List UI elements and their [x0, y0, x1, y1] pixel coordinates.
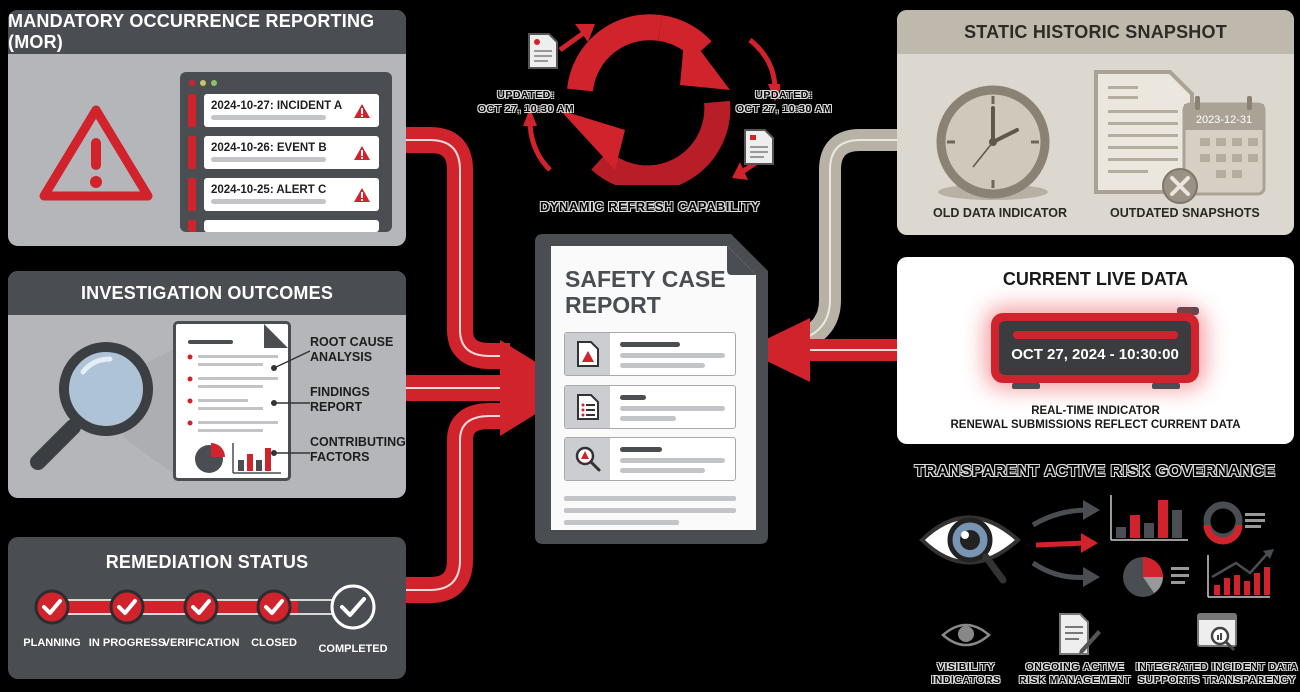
remediation-panel: REMEDIATION STATUS PLANNING IN PROGRESS …	[8, 537, 406, 679]
checklist-document-icon	[576, 394, 599, 420]
live-data-title: CURRENT LIVE DATA	[1002, 269, 1189, 289]
refresh-cycle-icon	[523, 14, 780, 185]
investigation-title: INVESTIGATION OUTCOMES	[8, 271, 406, 315]
mor-entry[interactable]: 2024-10-27: INCIDENT A	[204, 94, 379, 127]
caption-old-data: OLD DATA INDICATOR	[933, 206, 1068, 220]
callout-lines	[271, 350, 311, 456]
static-snapshot-panel: STATIC HISTORIC SNAPSHOT 2023-12-31 OLD …	[897, 10, 1294, 235]
visibility-eye-icon	[941, 623, 991, 647]
mor-entry[interactable]: 2024-10-25: ALERT C	[204, 178, 379, 211]
live-clock-display: OCT 27, 2024 - 10:30:00	[991, 313, 1199, 383]
caption-outdated-snapshots: OUTDATED SNAPSHOTS	[1110, 206, 1260, 220]
governance-graphic	[919, 495, 1274, 598]
svg-text:2023-12-31: 2023-12-31	[1196, 114, 1252, 126]
remediation-title: REMEDIATION STATUS	[105, 551, 309, 572]
document-icon	[528, 33, 558, 69]
step-planning[interactable]	[34, 589, 70, 630]
live-arrow-head	[744, 318, 810, 382]
document-edit-icon	[1059, 613, 1101, 655]
refresh-title: DYNAMIC REFRESH CAPABILITY	[539, 199, 761, 214]
report-section-mor[interactable]	[564, 332, 736, 376]
donut-chart-icon	[1203, 501, 1265, 545]
mor-entry[interactable]: 2024-10-26: EVENT B	[204, 136, 379, 169]
incident-data-search-icon	[1197, 613, 1237, 652]
step-label: IN PROGRESS	[88, 637, 166, 649]
report-section-remediation[interactable]	[564, 437, 736, 481]
step-in-progress[interactable]	[109, 589, 145, 630]
alert-icon	[354, 104, 370, 118]
step-label: PLANNING	[23, 637, 81, 649]
alert-icon	[354, 146, 370, 160]
outdated-snapshot-icon: 2023-12-31	[1094, 70, 1266, 204]
live-data-panel: CURRENT LIVE DATA OCT 27, 2024 - 10:30:0…	[897, 257, 1294, 444]
step-label: COMPLETED	[318, 643, 388, 655]
alert-icon	[354, 188, 370, 202]
mor-log-window: 2024-10-27: INCIDENT A 2024-10-26: EVENT…	[180, 72, 392, 232]
trend-chart-icon	[1207, 549, 1274, 598]
old-clock-icon	[936, 85, 1050, 200]
document-icon	[744, 129, 774, 165]
static-snapshot-title: STATIC HISTORIC SNAPSHOT	[897, 10, 1294, 54]
alert-document-icon	[576, 341, 599, 367]
step-verification[interactable]	[183, 589, 219, 630]
mor-title: MANDATORY OCCURRENCE REPORTING (MOR)	[8, 10, 406, 54]
pie-chart-icon	[1123, 557, 1189, 597]
right-update-stamp: UPDATED:OCT 27, 10:30 AM	[735, 89, 833, 115]
governance-title: TRANSPARENT ACTIVE RISK GOVERNANCE	[914, 463, 1276, 480]
warning-triangle-icon	[39, 105, 153, 201]
bar-chart-icon	[1110, 495, 1188, 541]
magnifier-icon	[30, 342, 178, 477]
window-dots	[189, 80, 217, 86]
report-section-investigation[interactable]	[564, 385, 736, 429]
alert-magnifier-icon	[575, 446, 600, 472]
live-timestamp: OCT 27, 2024 - 10:30:00	[1011, 346, 1179, 363]
step-label: CLOSED	[251, 637, 297, 649]
left-update-stamp: UPDATED:OCT 27, 10:30 AM	[477, 89, 575, 115]
mor-panel: MANDATORY OCCURRENCE REPORTING (MOR) 202…	[8, 10, 406, 246]
step-completed[interactable]	[329, 583, 377, 636]
step-closed[interactable]	[256, 589, 292, 630]
mor-entry-partial	[204, 220, 379, 232]
step-label: VERIFICATION	[162, 637, 240, 649]
